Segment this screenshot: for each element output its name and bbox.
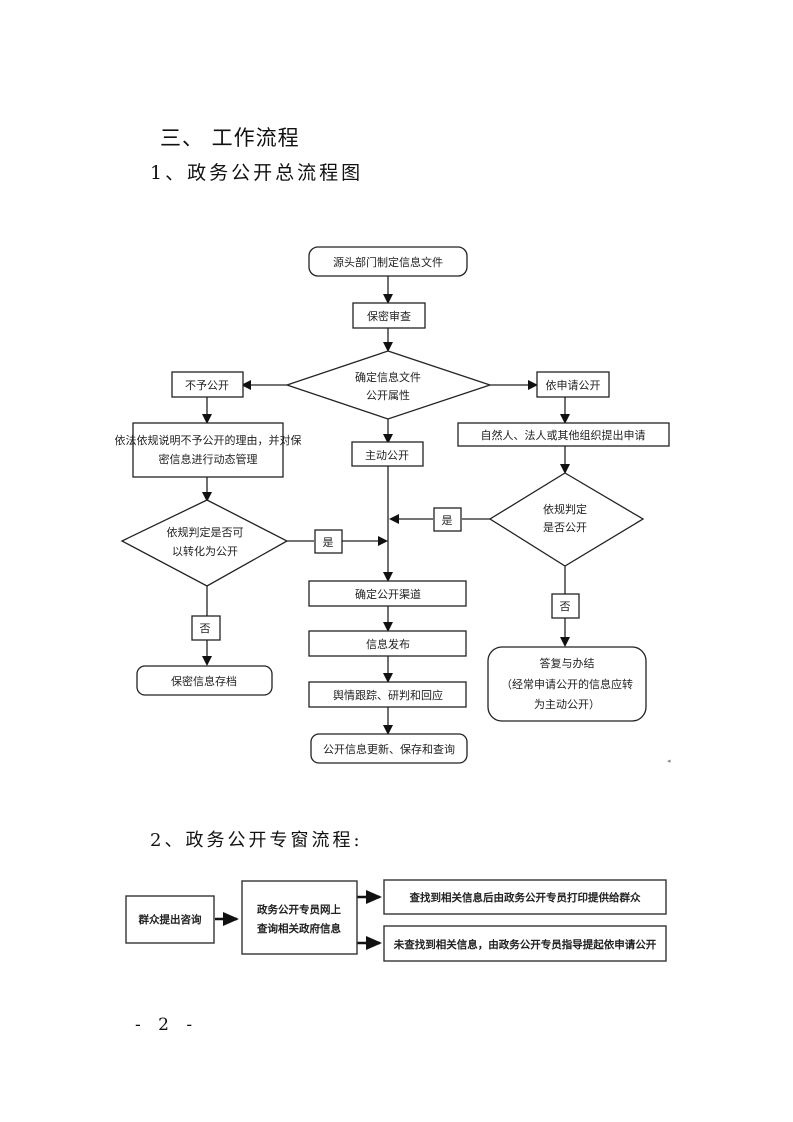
node-request-submit-label: 自然人、法人或其他组织提出申请 [481,428,646,442]
window-outcome-not-found: 未查找到相关信息，由政务公开专员指导提起依申请公开 [383,925,667,962]
subsection-2-title: 2、政务公开专窗流程: [150,830,363,851]
decision-convert: 依规判定是否可 以转化为公开 [120,499,289,587]
node-monitor: 舆情跟踪、研判和回应 [308,681,467,708]
node-not-public-detail-line-1: 依法依规说明不予公开的理由，并对保 [115,433,302,447]
connectors [202,276,570,735]
node-archive: 保密信息存档 [136,665,273,696]
node-reply-line-3: 为主动公开） [534,698,600,711]
node-review-label: 保密审查 [367,309,411,323]
paragraph-mark: ◂ [667,757,671,765]
node-end-label: 公开信息更新、保存和查询 [323,742,455,756]
window-step-query: 政务公开专员网上 查询相关政府信息 [241,880,358,955]
node-on-request: 依申请公开 [536,371,610,398]
node-monitor-label: 舆情跟踪、研判和回应 [333,688,443,702]
node-not-public-detail: 依法依规说明不予公开的理由，并对保 密信息进行动态管理 [115,422,302,478]
page-number: - 2 - [135,1015,199,1035]
flowchart-2: 群众提出咨询 政务公开专员网上 查询相关政府信息 查找到相关信息后由政务公开专员… [125,879,667,962]
window-step-consult: 群众提出咨询 [125,895,215,944]
label-yes-request-text: 是 [442,514,453,527]
node-request-submit: 自然人、法人或其他组织提出申请 [457,422,670,447]
node-review: 保密审查 [352,302,426,329]
node-proactive: 主动公开 [351,441,424,467]
decision-attribute-line-1: 确定信息文件 [355,370,421,384]
node-not-public-label: 不予公开 [185,379,229,392]
window-step-query-line-2: 查询相关政府信息 [256,922,341,935]
node-reply: 答复与办结 （经常申请公开的信息应转 为主动公开） [487,646,647,722]
node-reply-line-2: （经常申请公开的信息应转 [501,677,633,691]
label-no-request: 否 [551,593,580,619]
window-step-consult-label: 群众提出咨询 [139,913,202,926]
node-start: 源头部门制定信息文件 [308,246,468,277]
window-step-query-line-1: 政务公开专员网上 [257,903,341,916]
node-not-public: 不予公开 [171,371,244,398]
node-end: 公开信息更新、保存和查询 [310,733,468,764]
node-publish-label: 信息发布 [366,637,410,651]
label-no-convert-text: 否 [200,622,211,635]
subsection-1-title: 1、政务公开总流程图 [150,162,364,184]
node-channel-label: 确定公开渠道 [355,587,421,601]
node-channel: 确定公开渠道 [308,580,467,607]
label-yes-convert-text: 是 [323,536,334,549]
decision-convert-line-1: 依规判定是否可 [167,525,244,539]
node-proactive-label: 主动公开 [365,449,409,462]
node-archive-label: 保密信息存档 [171,674,237,688]
decision-attribute-line-2: 公开属性 [366,388,410,402]
decision-request-line-1: 依规判定 [543,502,587,516]
label-no-convert: 否 [191,615,221,641]
decision-request: 依规判定 是否公开 [488,472,645,567]
node-publish: 信息发布 [308,630,467,657]
node-start-label: 源头部门制定信息文件 [333,255,443,269]
decision-attribute: 确定信息文件 公开属性 [284,350,493,420]
decision-convert-line-2: 以转化为公开 [172,544,238,558]
window-outcome-found-label: 查找到相关信息后由政务公开专员打印提供给群众 [409,891,641,904]
label-no-request-text: 否 [560,600,571,613]
window-outcome-found: 查找到相关信息后由政务公开专员打印提供给群众 [383,879,667,915]
section-title: 三、 工作流程 [160,126,300,150]
node-reply-line-1: 答复与办结 [540,656,595,670]
decision-request-line-2: 是否公开 [543,521,587,534]
label-yes-request: 是 [433,507,462,532]
label-yes-convert: 是 [314,529,343,554]
node-on-request-label: 依申请公开 [546,379,601,392]
node-not-public-detail-line-2: 密信息进行动态管理 [159,452,258,466]
window-outcome-not-found-label: 未查找到相关信息，由政务公开专员指导提起依申请公开 [393,938,657,951]
